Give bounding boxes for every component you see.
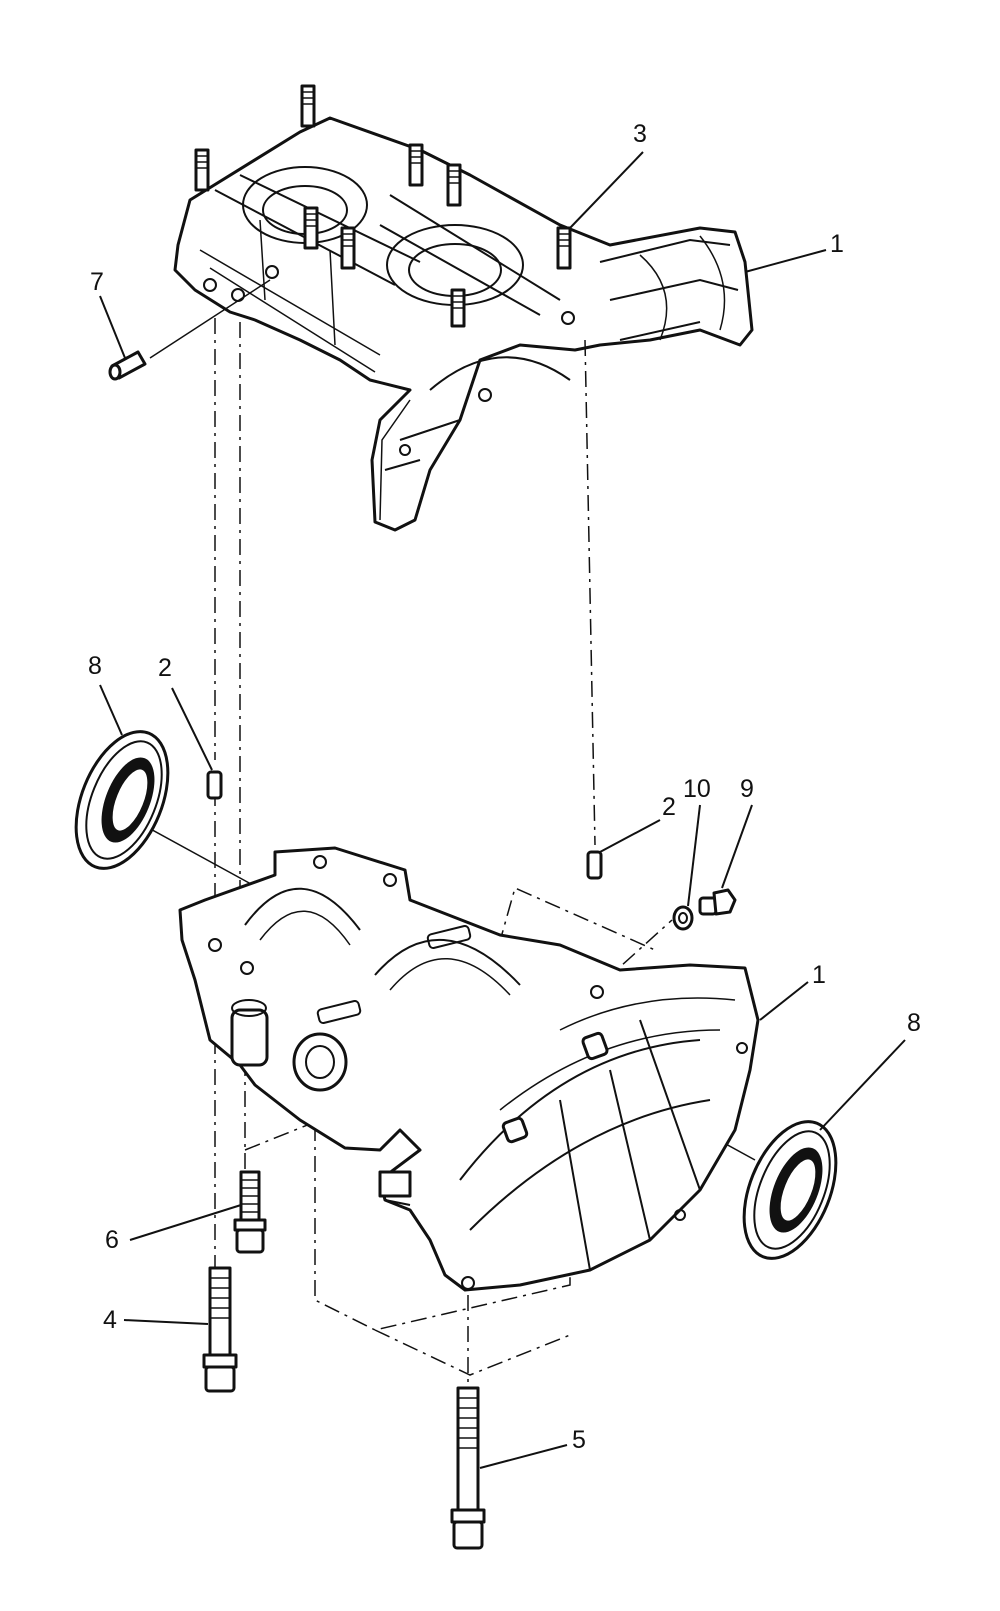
- cylinder-stud: [194, 148, 210, 192]
- svg-text:9: 9: [740, 775, 754, 803]
- dowel-pin-2-right: [586, 850, 603, 880]
- cylinder-stud: [303, 206, 319, 250]
- callout-9: 9: [721, 775, 754, 889]
- callout-10: 10: [683, 775, 711, 907]
- oil-seal-8-right: [742, 1120, 838, 1260]
- callout-5: 5: [479, 1426, 586, 1469]
- svg-text:2: 2: [662, 793, 676, 821]
- svg-text:3: 3: [633, 120, 647, 148]
- svg-text:1: 1: [830, 230, 844, 258]
- bolt-4: [202, 1266, 238, 1393]
- svg-text:7: 7: [90, 268, 104, 296]
- callout-1-lower: 1: [759, 961, 826, 1021]
- upper-crankcase: [173, 84, 754, 532]
- oil-seal-8-left: [74, 730, 170, 870]
- svg-text:5: 5: [572, 1426, 586, 1454]
- lower-crankcase: [178, 846, 760, 1292]
- cylinder-stud: [300, 84, 316, 128]
- cylinder-stud: [446, 163, 462, 207]
- callout-2-right: 2: [599, 793, 676, 853]
- cylinder-stud: [408, 143, 424, 187]
- cylinder-stud: [450, 288, 466, 328]
- callout-2-left: 2: [158, 654, 213, 771]
- cylinder-stud: [340, 226, 356, 270]
- callout-8-right: 8: [819, 1009, 921, 1131]
- callout-6: 6: [105, 1204, 242, 1254]
- cylinder-stud: [556, 226, 572, 270]
- callout-1-upper: 1: [744, 230, 844, 273]
- svg-text:2: 2: [158, 654, 172, 682]
- callouts: 1 1 2 2 3 4 5 6: [88, 120, 921, 1469]
- bolt-6: [233, 1170, 267, 1254]
- svg-text:1: 1: [812, 961, 826, 989]
- svg-text:8: 8: [88, 652, 102, 680]
- bolt-5: [450, 1386, 486, 1550]
- washer-10: [672, 905, 694, 931]
- svg-text:8: 8: [907, 1009, 921, 1037]
- dowel-pin-7: [108, 350, 147, 381]
- svg-text:4: 4: [103, 1306, 117, 1334]
- svg-text:6: 6: [105, 1226, 119, 1254]
- drain-plug-9: [698, 888, 737, 916]
- callout-3: 3: [569, 120, 647, 229]
- callout-8-left: 8: [88, 652, 123, 736]
- callout-7: 7: [90, 268, 126, 359]
- callout-4: 4: [103, 1306, 209, 1334]
- svg-text:10: 10: [683, 775, 711, 803]
- dowel-pin-2-left: [206, 770, 223, 800]
